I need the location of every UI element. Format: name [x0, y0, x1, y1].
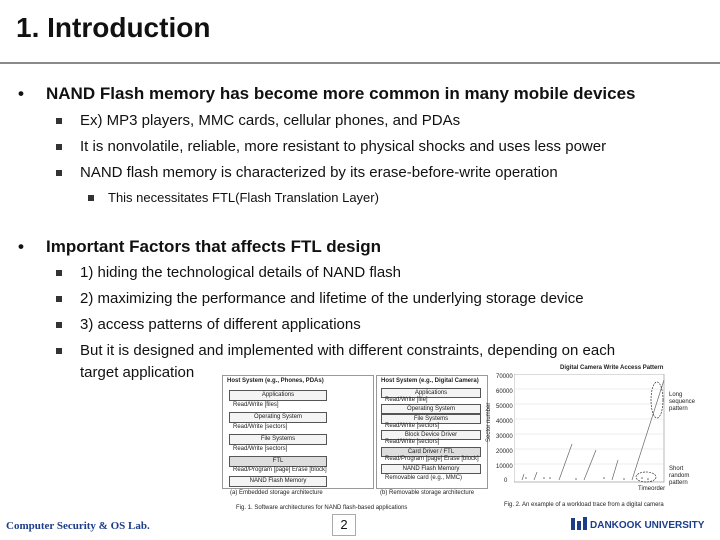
figure1-embedded-diagram: Host System (e.g., Phones, PDAs) Applica…	[222, 375, 374, 489]
sub-bullet: 2) maximizing the performance and lifeti…	[56, 286, 584, 312]
square-bullet-icon	[56, 270, 62, 276]
sub-bullet: NAND flash memory is characterized by it…	[56, 160, 558, 186]
y-tick: 20000	[496, 449, 513, 455]
fig1a-caption: (a) Embedded storage architecture	[230, 490, 323, 496]
layer-box: Applications	[229, 390, 327, 401]
y-tick: 10000	[496, 464, 513, 470]
ftl-box: FTL	[229, 456, 327, 467]
sub-bullet-text: NAND flash memory is characterized by it…	[80, 164, 558, 181]
figure2-trace-chart: Digital Camera Write Access Pattern Sect…	[486, 362, 708, 512]
layer-box: Operating System	[229, 412, 327, 423]
card-label: Removable card (e.g., MMC)	[385, 475, 463, 481]
host-label: Host System (e.g., Digital Camera)	[381, 378, 479, 384]
layer-label: Read/Write [files]	[233, 402, 279, 408]
layer-label: Read/Write [sectors]	[233, 424, 288, 430]
y-tick: 70000	[496, 374, 513, 380]
fig2-caption: Fig. 2. An example of a workload trace f…	[504, 502, 664, 508]
sub-bullet: But it is designed and implemented with …	[56, 338, 616, 364]
sub-bullet: 3) access patterns of different applicat…	[56, 312, 361, 338]
y-tick: 0	[504, 478, 508, 484]
sub-bullet-text: Ex) MP3 players, MMC cards, cellular pho…	[80, 112, 461, 129]
sub-bullet-text: But it is designed and implemented with …	[80, 342, 616, 359]
title-divider	[0, 62, 720, 64]
square-bullet-icon	[56, 144, 62, 150]
figure1-removable-diagram: Host System (e.g., Digital Camera) Appli…	[376, 375, 488, 489]
university-logo-icon	[571, 517, 587, 530]
annotation-long-sequence: Long sequence pattern	[669, 392, 696, 412]
ftl-box: Card Driver / FTL	[381, 447, 481, 457]
sub-bullet-text: 1) hiding the technological details of N…	[80, 264, 402, 281]
y-tick: 40000	[496, 419, 513, 425]
square-bullet-icon	[56, 322, 62, 328]
sub-sub-bullet: This necessitates FTL(Flash Translation …	[88, 190, 379, 205]
y-tick: 30000	[496, 434, 513, 440]
layer-box: Operating System	[381, 404, 481, 414]
bullet-dot: •	[18, 84, 24, 103]
y-tick: 60000	[496, 389, 513, 395]
y-axis-label: Sector number	[486, 402, 492, 442]
sub-sub-bullet-text: This necessitates FTL(Flash Translation …	[108, 190, 379, 205]
x-axis-label: Timeorder	[638, 486, 666, 492]
bullet-text: NAND Flash memory has become more common…	[46, 84, 636, 103]
bullet-text: Important Factors that affects FTL desig…	[46, 237, 382, 256]
y-tick: 50000	[496, 404, 513, 410]
bullet-ftl-factors: • Important Factors that affects FTL des…	[18, 237, 382, 257]
nand-box: NAND Flash Memory	[229, 476, 327, 487]
layer-label: Read/Program [page] Erase [block]	[233, 467, 327, 473]
sub-bullet: 1) hiding the technological details of N…	[56, 260, 402, 286]
layer-box: Block Device Driver	[381, 430, 481, 440]
bullet-nand: • NAND Flash memory has become more comm…	[18, 84, 636, 104]
square-bullet-icon	[56, 170, 62, 176]
university-name: DANKOOK UNIVERSITY	[590, 520, 705, 531]
chart-title: Digital Camera Write Access Pattern	[560, 365, 664, 371]
sub-bullet: It is nonvolatile, reliable, more resist…	[56, 134, 607, 160]
layer-box: Applications	[381, 388, 481, 398]
layer-box: File Systems	[381, 414, 481, 424]
square-bullet-icon	[88, 195, 94, 201]
square-bullet-icon	[56, 296, 62, 302]
layer-label: Read/Write [sectors]	[385, 423, 440, 429]
lab-name: Computer Security & OS Lab.	[6, 520, 150, 532]
nand-box: NAND Flash Memory	[381, 464, 481, 474]
bullet-dot: •	[18, 237, 24, 256]
annotation-short-random: Short random pattern	[669, 466, 690, 486]
layer-box: File Systems	[229, 434, 327, 445]
square-bullet-icon	[56, 118, 62, 124]
sub-bullet-text: 3) access patterns of different applicat…	[80, 316, 361, 333]
host-label: Host System (e.g., Phones, PDAs)	[227, 378, 324, 384]
layer-label: Read/Write [sectors]	[233, 446, 288, 452]
fig1b-caption: (b) Removable storage architecture	[380, 490, 475, 496]
fig1-caption: Fig. 1. Software architectures for NAND …	[236, 505, 408, 511]
sub-bullet-text: It is nonvolatile, reliable, more resist…	[80, 138, 607, 155]
sub-bullet-continuation: target application	[80, 364, 195, 381]
square-bullet-icon	[56, 348, 62, 354]
sub-bullet-text: 2) maximizing the performance and lifeti…	[80, 290, 584, 307]
page-number: 2	[332, 514, 356, 536]
slide-title: 1. Introduction	[16, 12, 211, 43]
layer-label: Read/Program [page] Erase [block]	[385, 456, 479, 462]
layer-label: Read/Write [file]	[385, 397, 428, 403]
sub-bullet: Ex) MP3 players, MMC cards, cellular pho…	[56, 108, 461, 134]
trace-plot	[514, 374, 665, 483]
layer-label: Read/Write [sectors]	[385, 439, 440, 445]
